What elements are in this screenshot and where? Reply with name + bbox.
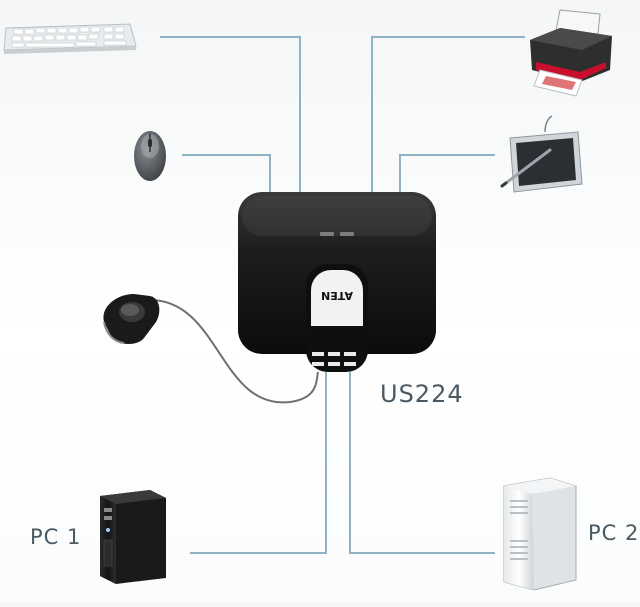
tablet-icon: [500, 115, 583, 193]
pc1-tower-icon: [100, 490, 166, 584]
pc2-tower-icon: [503, 477, 577, 591]
remote-switch-icon: [103, 294, 160, 344]
printer-line: [371, 36, 525, 192]
mouse-icon: [134, 131, 166, 181]
pc2-label: PC 2: [588, 521, 640, 545]
printer-icon: [530, 9, 612, 97]
keyboard-icon: [3, 23, 137, 54]
device-brand-logo: ATEN: [321, 289, 353, 302]
keyboard-line: [160, 36, 301, 192]
usb-ports: [312, 352, 356, 366]
connection-lines: [160, 36, 525, 554]
led-indicator-2: [340, 232, 354, 236]
mouse-line: [182, 154, 271, 192]
device-us224: ATEN: [238, 192, 436, 372]
remote-cable: [149, 299, 319, 404]
pc1-label: PC 1: [30, 525, 82, 549]
pc1-line: [190, 372, 327, 554]
pc2-line: [349, 372, 495, 554]
device-model-label: US224: [380, 380, 464, 408]
tablet-line: [399, 154, 495, 192]
led-indicator-1: [320, 232, 334, 236]
